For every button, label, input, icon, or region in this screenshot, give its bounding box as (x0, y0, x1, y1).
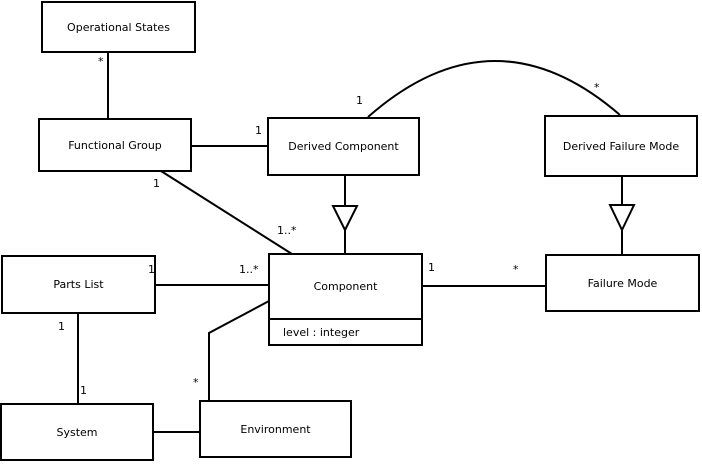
edge-derived-component-derived-failure-mode-arc (367, 60, 621, 118)
multiplicity-label: * (594, 81, 600, 94)
class-box-parts-list: Parts List (1, 255, 156, 314)
multiplicity-label: * (513, 263, 519, 276)
class-name: Component (313, 280, 378, 293)
class-name-compartment: Component (270, 255, 421, 318)
edge-functional-group-component (160, 170, 293, 255)
hollow-triangle-arrowhead-icon (331, 205, 359, 233)
class-name: Functional Group (68, 138, 162, 152)
class-box-operational-states: Operational States (41, 1, 196, 53)
multiplicity-label: * (193, 376, 199, 389)
class-attribute: level : integer (283, 325, 360, 339)
class-name: Derived Failure Mode (562, 139, 680, 153)
multiplicity-label: 1 (153, 177, 160, 190)
class-name: System (56, 425, 98, 439)
multiplicity-label: 1 (356, 94, 363, 107)
class-box-component: Component level : integer (268, 253, 423, 346)
multiplicity-label: 1 (148, 263, 155, 276)
class-name: Environment (240, 422, 311, 436)
multiplicity-label: 1 (428, 261, 435, 274)
class-name: Derived Component (288, 140, 399, 153)
class-box-system: System (0, 403, 154, 461)
multiplicity-label: 1..* (239, 263, 259, 276)
edge-environment-component (208, 300, 270, 401)
multiplicity-label: * (98, 55, 104, 68)
class-attributes-compartment: level : integer (270, 318, 421, 344)
multiplicity-label: 1 (80, 384, 87, 397)
class-box-derived-failure-mode: Derived Failure Mode (544, 115, 698, 177)
multiplicity-label: 1 (58, 320, 65, 333)
hollow-triangle-arrowhead-icon (608, 204, 636, 233)
class-name: Operational States (67, 20, 170, 34)
class-name: Failure Mode (587, 276, 658, 290)
class-box-functional-group: Functional Group (38, 118, 192, 172)
class-box-failure-mode: Failure Mode (545, 254, 700, 312)
class-box-derived-component: Derived Component (267, 117, 420, 176)
class-name: Parts List (53, 278, 104, 291)
class-box-environment: Environment (199, 400, 352, 458)
multiplicity-label: 1..* (277, 224, 297, 237)
multiplicity-label: 1 (255, 124, 262, 137)
